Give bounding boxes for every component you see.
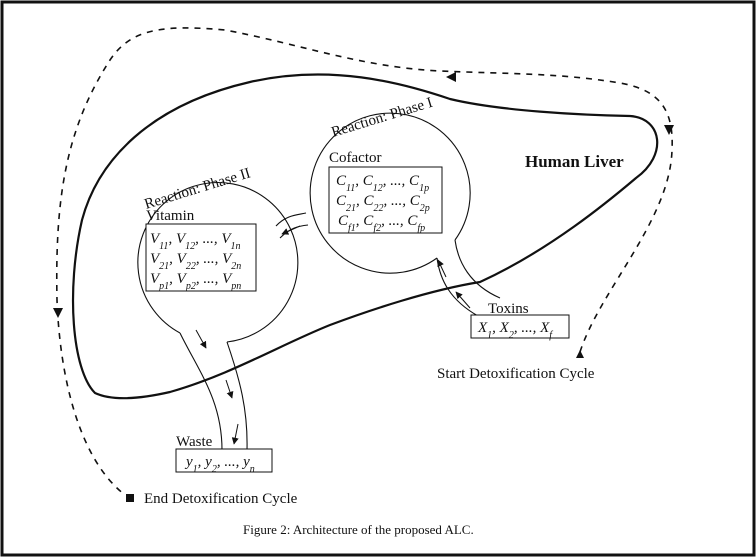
vitamin-label: Vitamin <box>146 208 195 224</box>
detox-cycle-path <box>55 27 673 496</box>
cofactor-label: Cofactor <box>329 150 381 166</box>
waste-box <box>175 448 273 473</box>
waste-flow-arrow-3 <box>231 423 239 445</box>
vitamin-box <box>145 223 257 292</box>
start-cycle-label: Start Detoxification Cycle <box>437 366 595 382</box>
figure-caption: Figure 2: Architecture of the proposed A… <box>243 522 474 537</box>
start-cycle-marker <box>576 350 584 358</box>
vitamin-row: V11, V12, ..., V1n <box>150 231 241 252</box>
waste-channel-left <box>179 332 223 451</box>
vitamin-row: V21, V22, ..., V2n <box>150 251 241 272</box>
phase-connector-upper <box>275 212 307 227</box>
cycle-arrowhead-left <box>53 308 63 318</box>
cycle-arrowhead-right <box>664 125 674 135</box>
vitamin-row: Vp1, Vp2, ..., Vpn <box>150 271 241 292</box>
waste-channel-right <box>226 341 248 451</box>
toxin-flow-arrow-1 <box>455 291 471 309</box>
toxins-row: X1, X2, ..., Xf <box>477 320 553 341</box>
cofactor-row: Cf1, Cf2, ..., Cfp <box>338 213 425 234</box>
toxins-box <box>470 314 570 339</box>
toxins-label: Toxins <box>488 301 529 317</box>
phase-connector-lower <box>279 224 309 239</box>
transfer-arrow <box>281 225 301 235</box>
cofactor-row: C11, C12, ..., C1p <box>336 173 429 194</box>
cofactor-box <box>328 166 443 234</box>
human-liver-label: Human Liver <box>525 152 624 171</box>
waste-flow-arrow-2 <box>225 379 234 399</box>
liver-outline <box>71 73 659 400</box>
phase1-circle <box>309 112 471 274</box>
toxin-channel-right <box>454 239 501 299</box>
waste-row: y1, y2, ..., yn <box>184 454 255 475</box>
waste-flow-arrow-1 <box>195 329 207 349</box>
toxin-flow-arrow-2 <box>437 259 447 278</box>
phase1-title: Reaction: Phase I <box>330 95 435 141</box>
cofactor-row: C21, C22, ..., C2p <box>336 193 430 214</box>
cycle-arrowhead-top <box>446 72 456 82</box>
end-cycle-marker <box>126 494 134 502</box>
phase2-title: Reaction: Phase II <box>143 165 253 212</box>
end-cycle-label: End Detoxification Cycle <box>144 491 298 507</box>
phase2-circle <box>137 182 299 343</box>
waste-label: Waste <box>176 434 213 450</box>
